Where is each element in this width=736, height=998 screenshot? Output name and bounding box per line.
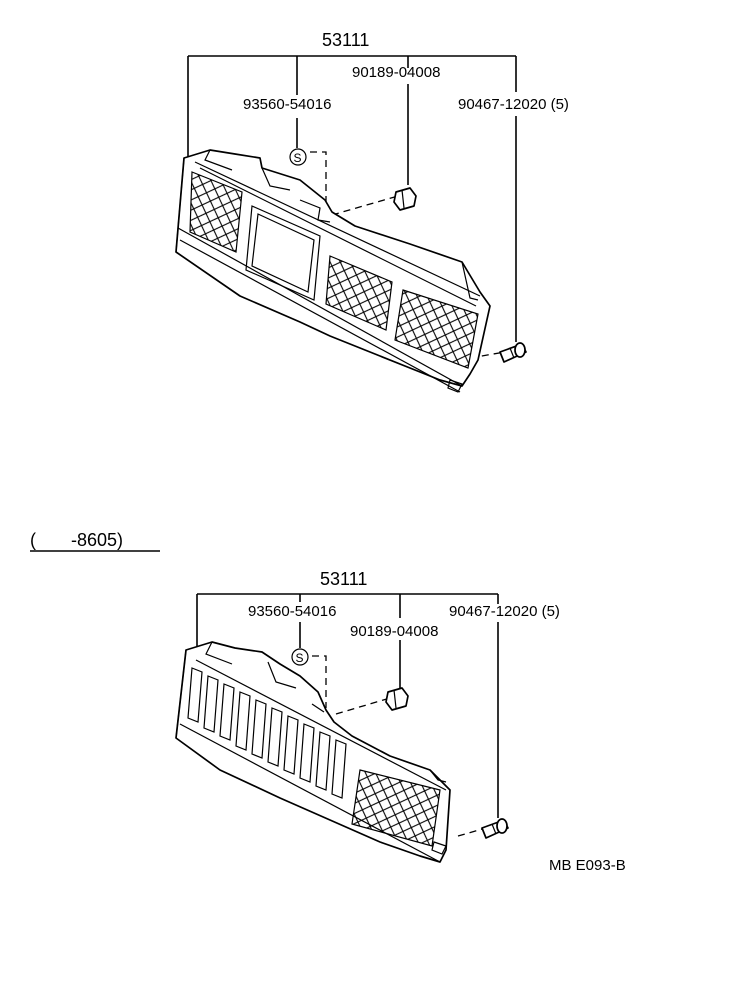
upper-clip-icon <box>393 187 417 211</box>
lower-emblem-part-number: 93560-54016 <box>248 603 336 620</box>
upper-clip-part-number: 90189-04008 <box>352 64 440 81</box>
svg-text:S: S <box>296 651 304 665</box>
range-note-text: ( -8605) <box>30 530 123 550</box>
lower-screw-icon <box>481 818 509 839</box>
lower-assembly-number: 53111 <box>320 569 367 589</box>
upper-emblem-symbol: S <box>289 148 307 166</box>
upper-screw-part-number: 90467-12020 (5) <box>458 96 569 113</box>
upper-assembly-number: 53111 <box>322 30 369 50</box>
lower-grille-slots <box>187 667 347 799</box>
upper-screw-icon <box>499 342 527 363</box>
upper-leader-lines <box>187 55 517 359</box>
range-note: ( -8605) <box>30 530 160 552</box>
drawing-code: MB E093-B <box>549 857 626 874</box>
lower-leader-lines <box>196 593 499 837</box>
upper-emblem-part-number: 93560-54016 <box>243 96 331 113</box>
upper-diagram: 53111 90189-04008 93560-54016 90467-1202… <box>175 30 569 393</box>
lower-clip-icon <box>385 687 409 711</box>
lower-radiator-grille <box>175 641 451 863</box>
lower-clip-part-number: 90189-04008 <box>350 623 438 640</box>
svg-text:S: S <box>294 151 302 165</box>
lower-emblem-symbol: S <box>291 648 309 666</box>
lower-diagram: 53111 93560-54016 90467-12020 (5) 90189-… <box>175 569 560 863</box>
lower-screw-part-number: 90467-12020 (5) <box>449 603 560 620</box>
upper-radiator-grille <box>175 149 491 393</box>
